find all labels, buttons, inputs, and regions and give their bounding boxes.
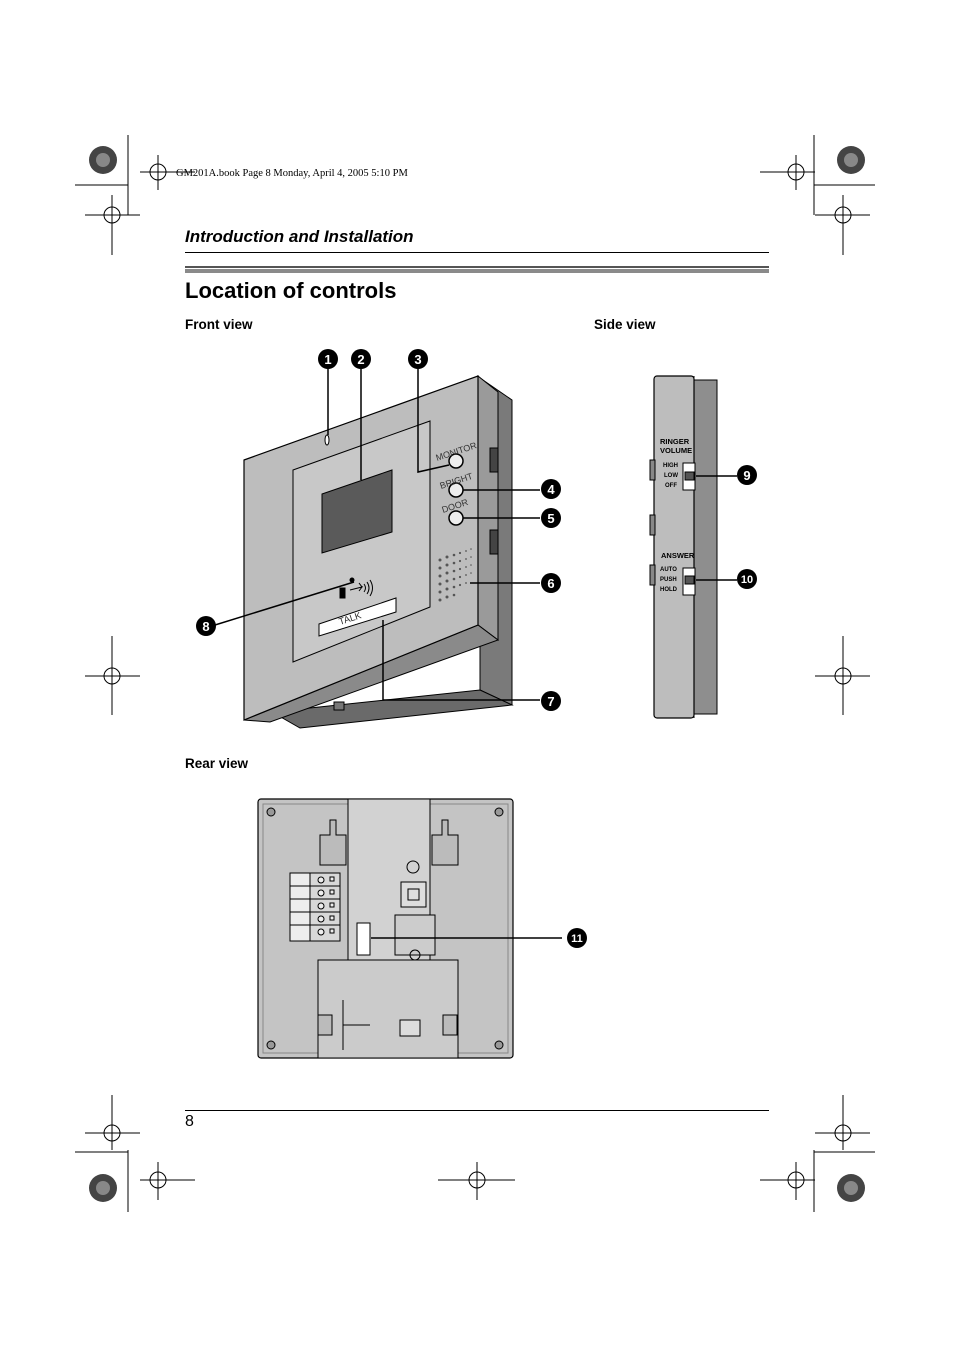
volume-label: VOLUME bbox=[660, 446, 692, 455]
side-view-label: Side view bbox=[594, 317, 656, 332]
page-title: Location of controls bbox=[185, 278, 397, 303]
hold-label: HOLD bbox=[660, 587, 678, 593]
title-rule bbox=[185, 266, 769, 273]
high-label: HIGH bbox=[663, 463, 678, 469]
front-view-label: Front view bbox=[185, 317, 253, 332]
callout-8: 8 bbox=[202, 619, 209, 634]
callout-2: 2 bbox=[357, 352, 364, 367]
star-target bbox=[89, 146, 865, 1202]
callout-10: 10 bbox=[741, 574, 753, 586]
footer-rule bbox=[185, 1110, 769, 1111]
callout-4: 4 bbox=[547, 482, 555, 497]
header-rule bbox=[185, 252, 769, 253]
callout-7: 7 bbox=[547, 694, 554, 709]
callout-3: 3 bbox=[414, 352, 421, 367]
ringer-label: RINGER bbox=[660, 437, 690, 446]
talk-indicator-icon bbox=[339, 577, 373, 599]
rear-view-label: Rear view bbox=[185, 756, 249, 771]
page-number: 8 bbox=[185, 1113, 194, 1130]
callout-11: 11 bbox=[571, 933, 583, 945]
callout-5: 5 bbox=[547, 511, 554, 526]
off-label: OFF bbox=[665, 483, 677, 489]
callout-9: 9 bbox=[743, 468, 750, 483]
registration-mark bbox=[85, 155, 870, 1200]
push-label: PUSH bbox=[660, 577, 677, 583]
auto-label: AUTO bbox=[660, 567, 677, 573]
print-info: GM201A.book Page 8 Monday, April 4, 2005… bbox=[176, 168, 408, 179]
callout-6: 6 bbox=[547, 576, 554, 591]
low-label: LOW bbox=[664, 473, 678, 479]
callout-1: 1 bbox=[324, 352, 331, 367]
section-title: Introduction and Installation bbox=[185, 227, 414, 246]
answer-label: ANSWER bbox=[661, 551, 695, 560]
